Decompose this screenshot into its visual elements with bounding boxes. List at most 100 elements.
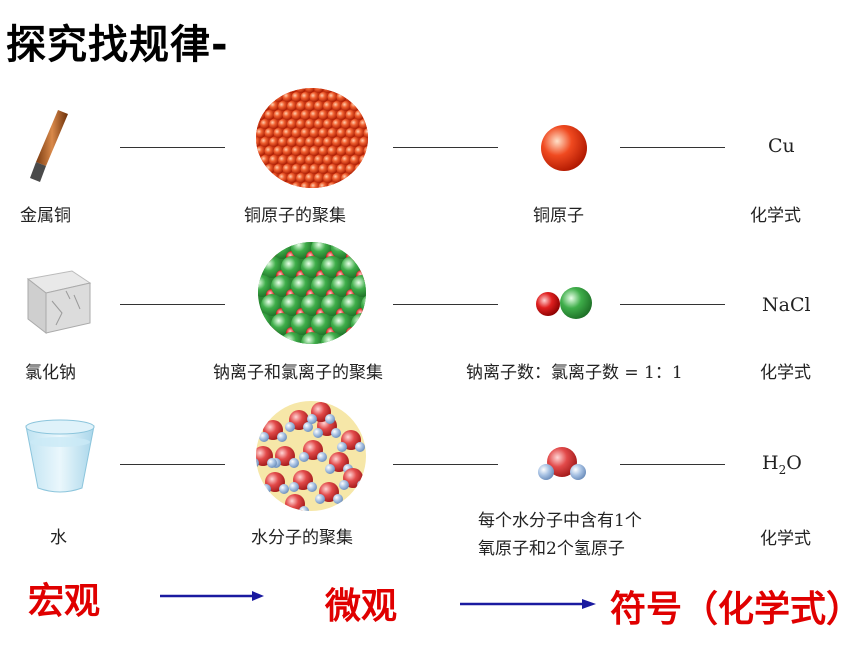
copper-atom-sphere [269, 101, 279, 111]
chloride-ion-sphere [341, 332, 363, 344]
hydrogen-atom-sphere [317, 452, 327, 462]
copper-atom-sphere [296, 101, 306, 111]
copper-atom-sphere [269, 155, 279, 165]
copper-atom-sphere [332, 88, 342, 93]
connector-line [393, 464, 498, 465]
chloride-ion-sphere [301, 332, 323, 344]
copper-atom-sphere [359, 155, 368, 165]
copper-atom-sphere [373, 146, 383, 156]
copper-atom-sphere [323, 88, 333, 93]
copper-atom-sphere [345, 110, 356, 120]
copper-atom-sphere [278, 88, 288, 93]
copper-atom-sphere [318, 92, 329, 102]
copper-atom-sphere [296, 155, 306, 165]
hydrogen-atom-sphere [279, 484, 289, 494]
sodium-ion-sphere [276, 346, 288, 358]
copper-atom-sphere [256, 173, 261, 183]
copper-atom-sphere [345, 146, 356, 156]
chloride-ion-sphere [281, 332, 303, 344]
copper-atom-sphere [278, 137, 288, 147]
sodium-ion-sphere [366, 251, 378, 263]
sodium-ion-sphere [336, 346, 348, 358]
copper-atom-sphere [354, 128, 365, 138]
copper-atom-sphere [373, 164, 383, 174]
sodium-ion-sphere [376, 270, 388, 282]
copper-atom-sphere [318, 128, 329, 138]
copper-atom-sphere [305, 137, 315, 147]
copper-atom-sphere [363, 92, 368, 102]
copper-atom-sphere [260, 101, 270, 111]
copper-atom-sphere [291, 92, 302, 102]
formula-h2o-main: H [762, 452, 779, 474]
copper-atom-sphere [373, 128, 383, 138]
copper-atom-sphere [269, 137, 279, 147]
copper-atom-sphere [323, 155, 333, 165]
macro-heading: 宏观 [28, 581, 101, 622]
copper-atom-sphere [287, 101, 297, 111]
connector-line [120, 464, 225, 465]
macro-label-copper: 金属铜 [20, 206, 71, 226]
copper-atom-sphere [314, 173, 324, 183]
hydrogen-atom-sphere [261, 484, 271, 494]
copper-atom-sphere [291, 146, 302, 156]
copper-atom-sphere [363, 182, 368, 188]
chloride-ion-sphere [261, 332, 283, 344]
hydrogen-atom-sphere [333, 494, 343, 504]
copper-atom-sphere [278, 101, 288, 111]
salt-aggregate-image [258, 242, 366, 344]
chloride-ion-sphere [361, 256, 366, 278]
salt-cube-image [26, 270, 92, 335]
copper-atom-sphere [350, 173, 360, 183]
copper-atom-sphere [269, 173, 279, 183]
hydrogen-atom-sphere [299, 452, 309, 462]
copper-atom-sphere [327, 146, 338, 156]
hydrogen-atom-sphere [299, 506, 309, 511]
copper-atom-sphere [273, 92, 284, 102]
copper-atom-sphere [318, 164, 329, 174]
connector-line [120, 147, 225, 148]
copper-atom-sphere [300, 128, 311, 138]
copper-atom-sphere [368, 155, 378, 165]
copper-atom-sphere [323, 137, 333, 147]
copper-atom-sphere [350, 155, 360, 165]
copper-atom-sphere [256, 110, 266, 120]
macro-label-salt: 氯化钠 [25, 363, 76, 383]
micro-heading: 微观 [325, 586, 398, 627]
copper-atom-sphere [327, 110, 338, 120]
copper-atom-sphere [363, 146, 368, 156]
connector-line [620, 147, 725, 148]
copper-wire-image [30, 110, 68, 182]
copper-atom-sphere [359, 119, 368, 129]
copper-atom-sphere [350, 88, 360, 93]
copper-atom-sphere [354, 92, 365, 102]
chloride-ion-sphere [351, 275, 366, 297]
copper-atom-sphere [368, 101, 378, 111]
copper-atom-sphere [332, 119, 342, 129]
copper-atom-sphere [354, 146, 365, 156]
copper-atom-sphere [318, 146, 329, 156]
formula-h2o-subscript: 2 [778, 462, 787, 477]
copper-atom-sphere [291, 110, 302, 120]
copper-atom-sphere [359, 88, 368, 93]
hydrogen-atom-sphere [267, 458, 277, 468]
copper-atom-sphere [368, 119, 378, 129]
page-title: 探究找规律- [6, 22, 229, 68]
copper-atom-sphere [332, 101, 342, 111]
copper-atom-sphere [256, 92, 266, 102]
formula-h2o: H2O [762, 452, 802, 477]
copper-atom-sphere [332, 155, 342, 165]
arrow-right-icon [460, 599, 596, 609]
copper-atom-sphere [354, 164, 365, 174]
copper-atom-sphere [354, 182, 365, 188]
copper-atom-sphere [287, 173, 297, 183]
copper-atom-sphere [305, 173, 315, 183]
hydrogen-atom-sphere [256, 458, 259, 468]
formula-h2o-tail: O [786, 452, 802, 474]
sodium-ion-sphere [366, 327, 378, 339]
copper-atom-sphere [273, 182, 284, 188]
aggregate-label-salt: 钠离子和氯离子的聚集 [213, 363, 383, 383]
copper-atom-sphere [323, 101, 333, 111]
copper-atom-sphere [341, 119, 351, 129]
copper-atom-sphere [291, 182, 302, 188]
copper-atom-sphere [341, 101, 351, 111]
